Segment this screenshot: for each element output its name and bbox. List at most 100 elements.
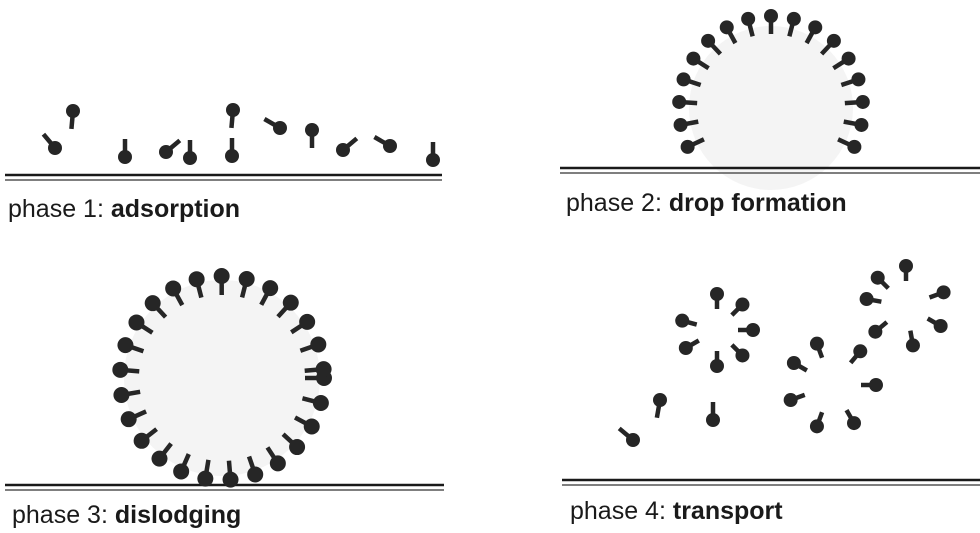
head [113, 387, 129, 403]
head [675, 314, 689, 328]
caption-phase-1: phase 1: adsorption [8, 194, 240, 224]
head [679, 341, 693, 355]
head [934, 319, 948, 333]
head [677, 72, 691, 86]
head [701, 34, 715, 48]
micelle-3-4 [847, 410, 862, 430]
head [197, 471, 213, 487]
micelle-1-1 [710, 287, 724, 309]
head [681, 140, 695, 154]
molecule-phase-4-free-1 [619, 428, 640, 447]
head [899, 259, 913, 273]
head [165, 280, 181, 296]
head [810, 337, 824, 351]
head [764, 9, 778, 23]
molecule-phase-2-12 [822, 34, 841, 54]
caption-phase-2-prefix: phase 2: [566, 189, 662, 217]
head [226, 103, 240, 117]
head [316, 361, 332, 377]
micelle-3-3 [861, 378, 883, 392]
head [247, 466, 263, 482]
molecule-phase-1-9 [305, 123, 319, 148]
head [66, 104, 80, 118]
head [787, 12, 801, 26]
head [299, 314, 315, 330]
molecule-phase-1-11 [374, 137, 397, 153]
caption-phase-3: phase 3: dislodging [12, 500, 241, 530]
head [283, 295, 299, 311]
molecule-phase-1-8 [264, 119, 287, 135]
head [871, 271, 885, 285]
head [159, 145, 173, 159]
head [906, 338, 920, 352]
head [117, 337, 133, 353]
head [289, 439, 305, 455]
molecule-phase-1-2 [66, 104, 80, 129]
head [842, 52, 856, 66]
micelle-2-3 [928, 319, 948, 334]
oil-drop-phase-2 [689, 26, 853, 190]
head [121, 411, 137, 427]
molecule-phase-1-4 [159, 140, 180, 159]
molecule-phase-4-free-3 [706, 402, 720, 427]
molecule-phase-4-free-2 [653, 393, 667, 418]
head [847, 140, 861, 154]
head [262, 280, 278, 296]
micelle-2-4 [906, 331, 920, 353]
molecule-phase-1-1 [43, 134, 62, 155]
head [853, 344, 867, 358]
caption-phase-4-name: transport [673, 497, 783, 525]
head [134, 433, 150, 449]
head [305, 123, 319, 137]
micelle-1-3 [738, 323, 760, 337]
head [270, 455, 286, 471]
head [626, 433, 640, 447]
micelle-2-2 [929, 285, 950, 299]
head [787, 356, 801, 370]
micelle-1-5 [710, 351, 724, 373]
micelle-3-2 [851, 344, 868, 362]
molecule-phase-2-6 [701, 34, 720, 54]
head [847, 416, 861, 430]
micelle-2-6 [860, 292, 882, 306]
head [183, 151, 197, 165]
micelle-3-5 [810, 412, 824, 433]
head [426, 153, 440, 167]
head [860, 292, 874, 306]
surface-phase-4 [562, 480, 980, 485]
head [808, 20, 822, 34]
head [686, 52, 700, 66]
head [383, 139, 397, 153]
micelle-2-5 [868, 322, 886, 339]
head [128, 314, 144, 330]
head [706, 413, 720, 427]
head [746, 323, 760, 337]
micelle-3-7 [787, 356, 807, 371]
head [810, 419, 824, 433]
head [672, 95, 686, 109]
molecule-phase-1-7 [226, 103, 240, 128]
head [720, 20, 734, 34]
head [310, 336, 326, 352]
micelle-3-6 [784, 393, 805, 407]
molecule-phase-1-6 [225, 138, 239, 163]
head [304, 419, 320, 435]
caption-phase-1-name: adsorption [111, 195, 240, 223]
molecule-phase-1-3 [118, 139, 132, 164]
head [674, 118, 688, 132]
molecule-phase-1-10 [336, 138, 357, 157]
head [48, 141, 62, 155]
head [173, 463, 189, 479]
head [336, 143, 350, 157]
molecule-phase-1-12 [426, 142, 440, 167]
caption-phase-1-prefix: phase 1: [8, 195, 104, 223]
head [112, 362, 128, 378]
caption-phase-3-prefix: phase 3: [12, 501, 108, 529]
head [869, 378, 883, 392]
droplet-layer [124, 26, 853, 476]
head [937, 285, 951, 299]
head [313, 395, 329, 411]
micelle-1-4 [732, 345, 750, 363]
micelle-1-6 [679, 341, 699, 356]
